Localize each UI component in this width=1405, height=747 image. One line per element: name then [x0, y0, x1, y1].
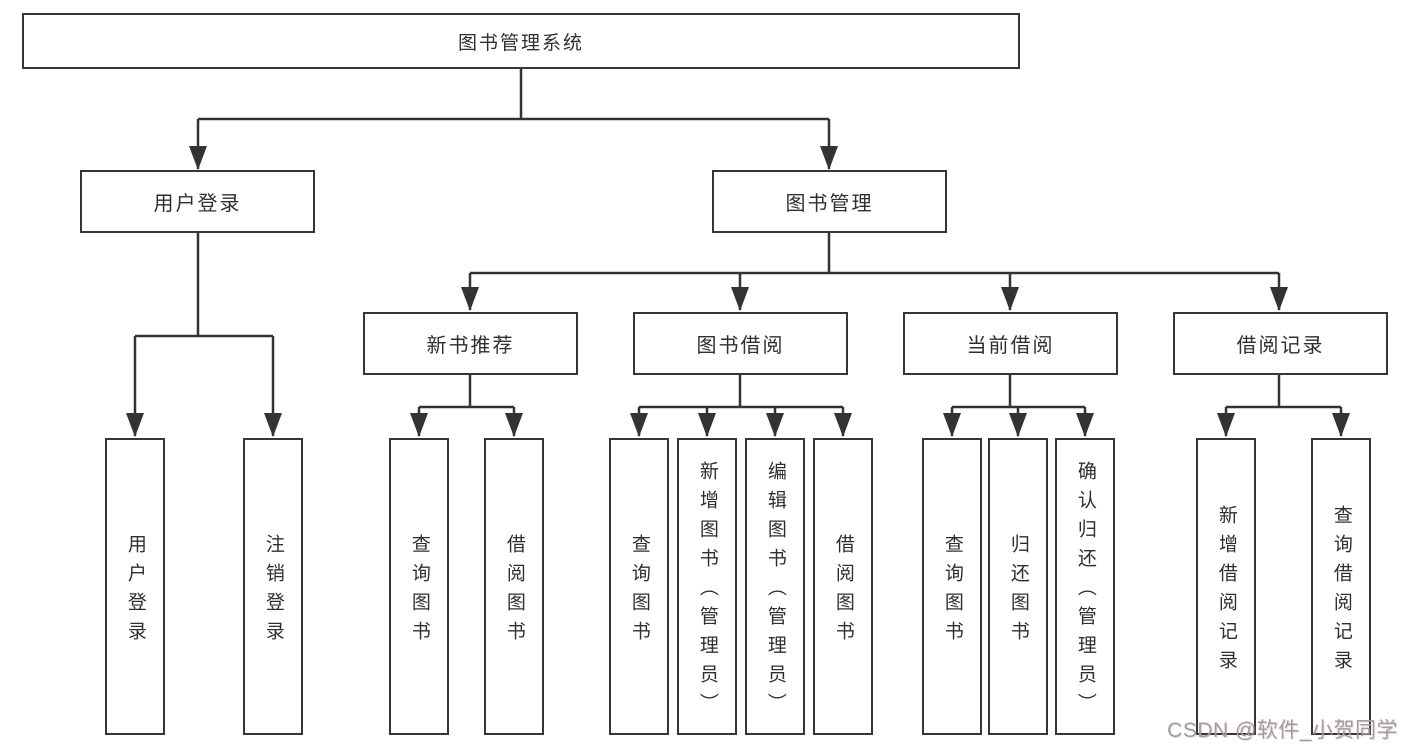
leaf-logout-label: 注销登录	[262, 533, 284, 650]
leaf-bb-borrow-book: 借阅图书	[813, 438, 873, 735]
leaf-nbr-query-book-label: 查询图书	[408, 533, 430, 650]
leaf-bb-add-book-admin: 新增图书（管理员）	[677, 438, 737, 735]
leaf-br-query-record: 查询借阅记录	[1311, 438, 1371, 735]
node-library-system: 图书管理系统	[22, 13, 1020, 69]
leaf-cb-confirm-return-admin-label: 确认归还（管理员）	[1074, 461, 1096, 722]
leaf-user-login-label: 用户登录	[124, 533, 146, 650]
node-user-login-label: 用户登录	[153, 193, 242, 215]
leaf-br-query-record-label: 查询借阅记录	[1330, 504, 1352, 679]
node-current-borrow-label: 当前借阅	[966, 335, 1055, 357]
node-current-borrow: 当前借阅	[903, 312, 1118, 375]
node-library-system-label: 图书管理系统	[457, 32, 584, 54]
node-borrow-record-label: 借阅记录	[1236, 335, 1325, 357]
leaf-nbr-query-book: 查询图书	[389, 438, 449, 735]
leaf-bb-add-book-admin-label: 新增图书（管理员）	[696, 461, 718, 722]
node-borrow-record: 借阅记录	[1173, 312, 1388, 375]
leaf-nbr-borrow-book-label: 借阅图书	[503, 533, 525, 650]
leaf-user-login: 用户登录	[105, 438, 165, 735]
node-new-book-recommend-label: 新书推荐	[426, 335, 515, 357]
leaf-cb-query-book: 查询图书	[922, 438, 982, 735]
leaf-cb-confirm-return-admin: 确认归还（管理员）	[1055, 438, 1115, 735]
node-user-login: 用户登录	[80, 170, 315, 233]
leaf-bb-query-book: 查询图书	[609, 438, 669, 735]
leaf-cb-query-book-label: 查询图书	[941, 533, 963, 650]
leaf-bb-borrow-book-label: 借阅图书	[832, 533, 854, 650]
leaf-bb-edit-book-admin-label: 编辑图书（管理员）	[764, 461, 786, 722]
node-book-borrow: 图书借阅	[633, 312, 848, 375]
leaf-cb-return-book-label: 归还图书	[1007, 533, 1029, 650]
node-book-management: 图书管理	[712, 170, 947, 233]
leaf-bb-edit-book-admin: 编辑图书（管理员）	[745, 438, 805, 735]
node-book-borrow-label: 图书借阅	[696, 335, 785, 357]
leaf-br-add-record: 新增借阅记录	[1196, 438, 1256, 735]
leaf-cb-return-book: 归还图书	[988, 438, 1048, 735]
leaf-bb-query-book-label: 查询图书	[628, 533, 650, 650]
leaf-br-add-record-label: 新增借阅记录	[1215, 504, 1237, 679]
leaf-logout: 注销登录	[243, 438, 303, 735]
csdn-watermark: CSDN @软件_小贺同学	[1167, 719, 1398, 742]
node-book-management-label: 图书管理	[785, 193, 874, 215]
node-new-book-recommend: 新书推荐	[363, 312, 578, 375]
leaf-nbr-borrow-book: 借阅图书	[484, 438, 544, 735]
